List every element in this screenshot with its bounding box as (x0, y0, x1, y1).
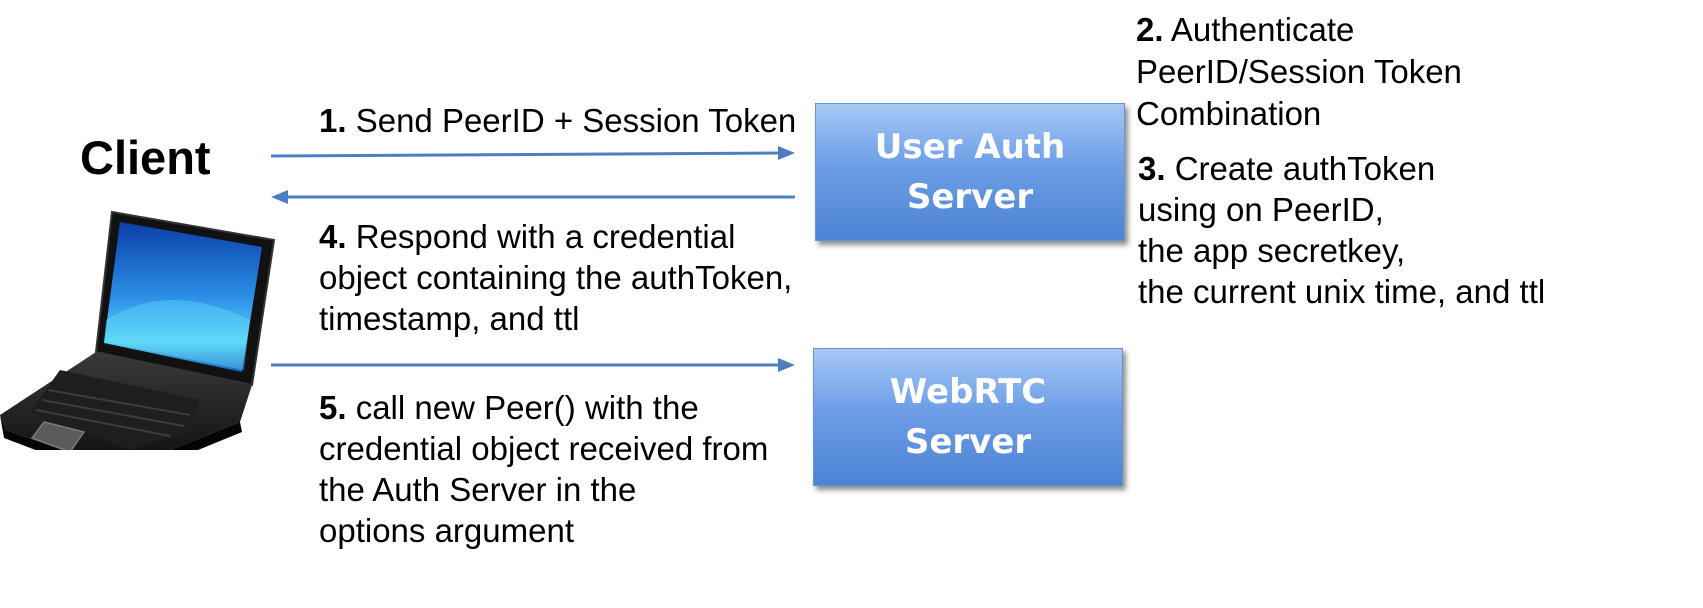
user-auth-server-line1: User Auth (874, 127, 1066, 167)
arrow-step1-head (778, 146, 795, 160)
step1-number: 1. (319, 102, 347, 139)
step1-label: 1. Send PeerID + Session Token (319, 98, 796, 143)
client-title: Client (80, 131, 211, 184)
step1-text: Send PeerID + Session Token (355, 102, 797, 139)
step5-line1: call new Peer() with the (355, 389, 699, 426)
user-auth-server-line2: Server (906, 177, 1034, 217)
step5-label: 5. call new Peer() with the credential o… (319, 387, 768, 551)
laptop-icon (0, 210, 276, 450)
webrtc-server-line1: WebRTC (889, 372, 1047, 412)
step4-line3: timestamp, and ttl (319, 300, 580, 337)
step2-label: 2. Authenticate PeerID/Session Token Com… (1136, 9, 1462, 135)
step4-line1: Respond with a credential (355, 218, 736, 255)
step2-number: 2. (1136, 11, 1164, 48)
step3-number: 3. (1138, 150, 1166, 187)
step3-line3: the app secretkey, (1138, 232, 1406, 269)
step2-line2: PeerID/Session Token (1136, 53, 1462, 90)
arrow-step1 (270, 151, 783, 158)
step5-number: 5. (319, 389, 347, 426)
arrow-step4-head (271, 190, 288, 204)
step3-line4: the current unix time, and ttl (1138, 273, 1546, 310)
arrow-step5-head (778, 358, 795, 372)
webrtc-server-line2: Server (904, 422, 1032, 462)
step3-line1: Create authToken (1174, 150, 1436, 187)
user-auth-server-box: User Auth Server (815, 103, 1125, 241)
step3-line2: using on PeerID, (1138, 191, 1384, 228)
step2-line1: Authenticate (1170, 11, 1355, 48)
step2-line3: Combination (1136, 95, 1322, 132)
step4-number: 4. (319, 218, 347, 255)
step4-line2: object containing the authToken, (319, 259, 793, 296)
webrtc-server-box: WebRTC Server (813, 348, 1123, 486)
step5-line2: credential object received from (319, 430, 769, 467)
step5-line4: options argument (319, 512, 574, 549)
step4-label: 4. Respond with a credential object cont… (319, 216, 792, 339)
step5-line3: the Auth Server in the (319, 471, 637, 508)
step3-label: 3. Create authToken using on PeerID, the… (1138, 148, 1545, 312)
